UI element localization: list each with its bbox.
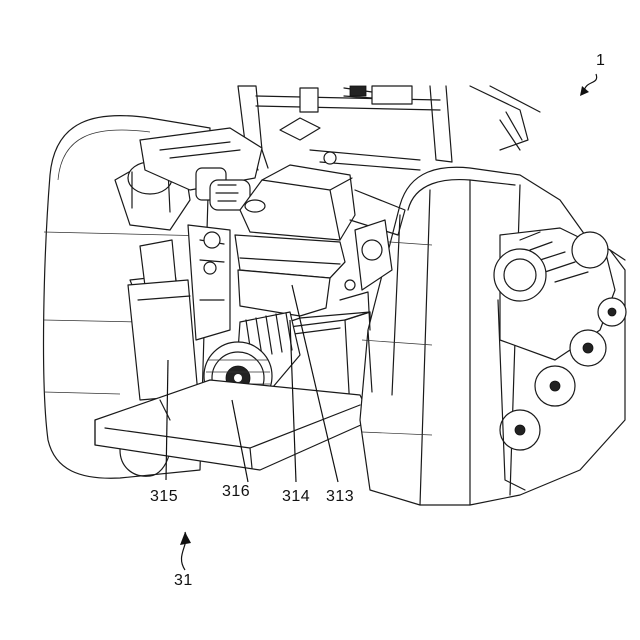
ref-label-316: 316 [222, 483, 250, 501]
ref-label-1: 1 [596, 52, 605, 70]
arrowhead-1 [580, 86, 589, 96]
arrowhead-31 [180, 532, 191, 545]
ref-label-315: 315 [150, 488, 178, 506]
ref-label-31: 31 [174, 572, 193, 590]
ref-label-314: 314 [282, 488, 310, 506]
tank-313 [235, 165, 355, 316]
ref-label-313: 313 [326, 488, 354, 506]
upper-frame [238, 86, 540, 170]
right-track [360, 167, 626, 505]
